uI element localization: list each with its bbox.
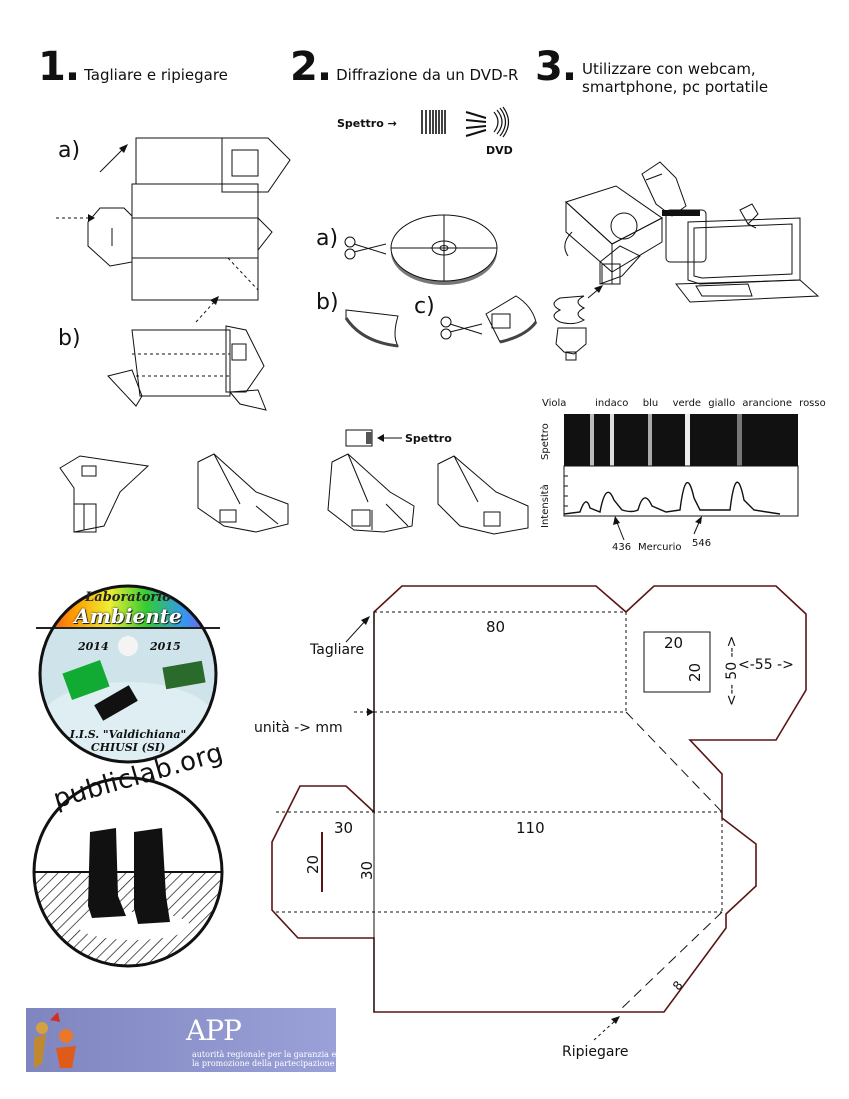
- dvd-caption: DVD: [486, 144, 513, 157]
- color-rosso: rosso: [799, 398, 826, 409]
- step-2-heading: 2. Diffrazione da un DVD-R: [290, 44, 518, 90]
- spectrum-stripes: [412, 110, 448, 134]
- color-blu: blu: [642, 398, 659, 409]
- step-3-number: 3.: [535, 44, 577, 90]
- dimension-30-v: 30: [358, 860, 376, 880]
- color-giallo: giallo: [708, 398, 736, 409]
- step3-devices-diagram: [553, 161, 820, 361]
- dimension-window-20-h: 20: [664, 634, 684, 652]
- app-subtitle-line1: autorità regionale per la garanzia e: [192, 1050, 337, 1059]
- plan-label-tagliare: Tagliare: [310, 642, 365, 658]
- app-subtitle-line2: la promozione della partecipazione: [192, 1059, 335, 1068]
- step-3-heading: 3. Utilizzare con webcam, smartphone, pc…: [535, 44, 768, 96]
- scissors-icon: [344, 236, 387, 260]
- step-3-title-line1: Utilizzare con webcam,: [582, 60, 756, 78]
- color-verde: verde: [672, 398, 702, 409]
- logo-year-end: 2015: [150, 640, 181, 653]
- dimension-110: 110: [516, 819, 545, 837]
- logo-lab-line2: Ambiente: [74, 604, 182, 628]
- logo-lab-line1: Laboratorio: [85, 590, 171, 605]
- bulb-icon: [553, 295, 587, 361]
- spectrum-annotation-546: 546: [692, 538, 712, 549]
- step2-label-a: a): [316, 226, 339, 251]
- logo-year-start: 2014: [78, 640, 109, 653]
- publiclab-logo: [32, 776, 224, 968]
- step-2-title: Diffrazione da un DVD-R: [336, 66, 519, 84]
- logo-school-line1: I.I.S. "Valdichiana": [69, 728, 187, 741]
- logo-school-line2: CHIUSI (SI): [90, 741, 166, 754]
- color-viola: Viola: [542, 398, 567, 409]
- step1-label-a: a): [58, 138, 81, 163]
- app-logo-subtitle: autorità regionale per la garanzia e la …: [192, 1050, 336, 1068]
- step-3-title-line2: smartphone, pc portatile: [582, 78, 769, 96]
- dimension-slit-20: 20: [304, 854, 322, 874]
- laboratorio-ambiente-logo: [36, 584, 220, 764]
- spectrum-chart: [563, 414, 799, 541]
- step2-label-b: b): [316, 290, 339, 315]
- spectrum-annotation-mercurio: Mercurio: [638, 542, 682, 553]
- plan-label-ripiegare: Ripiegare: [562, 1044, 629, 1060]
- step-2-number: 2.: [290, 44, 332, 90]
- step2-dvd-diagram: [344, 214, 538, 447]
- step2-label-c: c): [414, 294, 435, 319]
- step-1-number: 1.: [38, 44, 80, 90]
- step-1-title: Tagliare e ripiegare: [84, 66, 228, 84]
- dimension-80: 80: [486, 618, 506, 636]
- dvd-diffraction-icon: [465, 106, 510, 138]
- color-arancione: arancione: [742, 398, 792, 409]
- app-logo-text: APP: [186, 1014, 242, 1047]
- step-1-heading: 1. Tagliare e ripiegare: [38, 44, 228, 90]
- plan-label-unita: unità -> mm: [254, 720, 343, 736]
- step1-net-diagram: [56, 137, 529, 535]
- spectrum-arrow-label: Spettro: [405, 432, 452, 445]
- spectrum-color-labels: Viola indaco blu verde giallo arancione …: [542, 398, 826, 409]
- dimension-30-h: 30: [334, 819, 354, 837]
- app-logo-background: [26, 1008, 336, 1072]
- step1-label-b: b): [58, 326, 81, 351]
- spectrum-annotation-436: 436: [612, 542, 632, 553]
- spectrum-caption: Spettro →: [337, 117, 397, 130]
- color-indaco: indaco: [595, 398, 629, 409]
- dimension-55: <-55 ->: [738, 657, 794, 673]
- dimension-window-20-v: 20: [686, 662, 704, 682]
